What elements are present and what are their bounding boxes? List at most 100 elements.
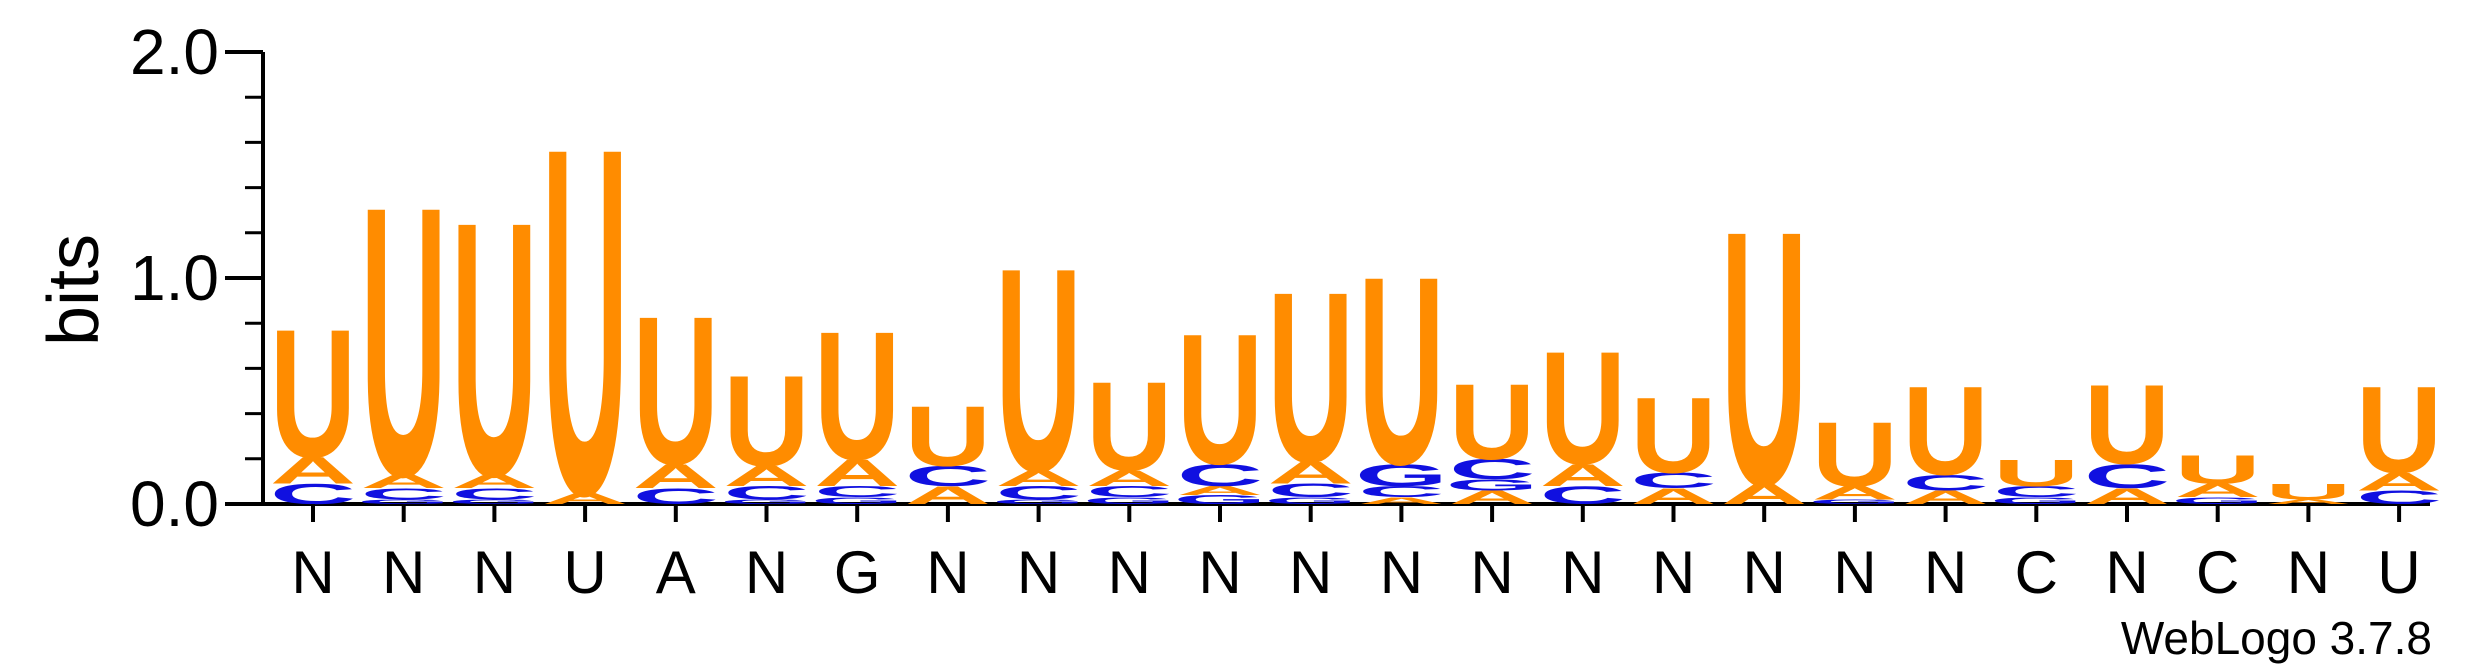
- letter-c-glyph: C: [1358, 483, 1444, 501]
- x-tick-label: N: [1289, 539, 1332, 606]
- letter-u: U: [451, 147, 537, 553]
- letter-stack: CAU: [1540, 319, 1626, 509]
- letter-c-glyph: C: [1449, 454, 1535, 486]
- letter-u: U: [1812, 403, 1898, 505]
- letter-g: G: [357, 498, 450, 505]
- letter-c-glyph: C: [2356, 487, 2442, 508]
- letter-u-glyph: U: [1993, 452, 2079, 494]
- letter-g-glyph: G: [1808, 498, 1901, 505]
- letter-a-glyph: A: [542, 490, 628, 508]
- letter-a-glyph: A: [814, 452, 900, 494]
- letter-u: U: [2265, 480, 2351, 505]
- y-ticks: 0.01.02.0: [130, 16, 263, 540]
- letter-g-glyph: G: [1264, 495, 1357, 506]
- x-tick-label: N: [1198, 539, 1241, 606]
- letter-g: G: [720, 498, 813, 505]
- letter-u-glyph: U: [995, 209, 1081, 533]
- letter-c-glyph: C: [1086, 483, 1172, 501]
- x-tick-label: N: [1380, 539, 1423, 606]
- letter-a: A: [1086, 466, 1172, 491]
- letter-g: G: [1355, 457, 1448, 492]
- letter-g: G: [811, 495, 904, 506]
- letter-u-glyph: U: [1449, 362, 1535, 482]
- letter-stack: CAU: [270, 291, 356, 510]
- letter-stack: CAU: [633, 274, 719, 509]
- letter-a: A: [814, 452, 900, 494]
- letter-c-glyph: C: [1177, 457, 1263, 492]
- letter-g-glyph: G: [992, 498, 1085, 505]
- letter-c-glyph: C: [995, 483, 1081, 504]
- x-ticks: [311, 504, 2402, 522]
- letter-u: U: [1721, 156, 1807, 562]
- letter-u: U: [2356, 361, 2442, 499]
- letter-u-glyph: U: [1812, 403, 1898, 505]
- letter-u: U: [1086, 357, 1172, 498]
- x-tick-label: N: [1924, 539, 1967, 606]
- letter-u-glyph: U: [1630, 376, 1716, 496]
- x-tick-label: N: [2105, 539, 2148, 606]
- x-tick-label: C: [2196, 539, 2239, 606]
- letter-g: G: [1083, 495, 1176, 506]
- letter-a-glyph: A: [1086, 466, 1172, 491]
- letter-a: A: [995, 466, 1081, 491]
- letter-c-glyph: C: [905, 460, 991, 492]
- letter-a: A: [2175, 480, 2261, 501]
- letter-c: C: [1449, 454, 1535, 486]
- letter-c: C: [2084, 457, 2170, 496]
- letter-a: A: [1812, 483, 1898, 504]
- letter-u: U: [2084, 360, 2170, 488]
- letter-u-glyph: U: [814, 293, 900, 498]
- letter-c-glyph: C: [361, 485, 447, 503]
- letter-a: A: [451, 471, 537, 492]
- letter-a-glyph: A: [1449, 487, 1535, 508]
- letter-a: A: [542, 490, 628, 508]
- letter-c: C: [1358, 483, 1444, 501]
- letter-c-glyph: C: [723, 483, 809, 504]
- letter-a-glyph: A: [1177, 484, 1263, 498]
- letter-u-glyph: U: [2356, 361, 2442, 499]
- letter-a: A: [723, 460, 809, 492]
- x-tick-label: N: [1017, 539, 1060, 606]
- letter-a-glyph: A: [1358, 495, 1444, 506]
- letter-a: A: [1358, 495, 1444, 506]
- letter-a-glyph: A: [2175, 480, 2261, 501]
- letter-u: U: [723, 349, 809, 493]
- letter-stack: AU: [2265, 480, 2351, 506]
- letter-g-glyph: G: [720, 498, 813, 505]
- letter-u: U: [1540, 319, 1626, 498]
- letter-stack: GCU: [1990, 452, 2083, 506]
- x-tick-label: N: [1652, 539, 1695, 606]
- letter-u: U: [361, 127, 447, 557]
- x-tick-label: N: [473, 539, 516, 606]
- letter-u-glyph: U: [723, 349, 809, 493]
- letter-a-glyph: A: [1902, 487, 1988, 508]
- letter-g-glyph: G: [1990, 495, 2083, 506]
- letter-u: U: [814, 293, 900, 498]
- y-tick-label: 2.0: [130, 16, 219, 88]
- letter-g-glyph: G: [1083, 495, 1176, 506]
- letter-a: A: [2356, 468, 2442, 496]
- letter-c: C: [995, 483, 1081, 504]
- letter-c: C: [1902, 471, 1988, 496]
- letter-g-glyph: G: [1174, 493, 1267, 507]
- x-tick-label: G: [834, 539, 881, 606]
- letter-u-glyph: U: [451, 147, 537, 553]
- letter-g-glyph: G: [811, 495, 904, 506]
- letter-c-glyph: C: [451, 485, 537, 503]
- letter-g: G: [2171, 495, 2264, 506]
- letter-u: U: [1449, 362, 1535, 482]
- letter-a-glyph: A: [723, 460, 809, 492]
- x-tick-label: U: [563, 539, 606, 606]
- x-tick-label: N: [1470, 539, 1513, 606]
- x-tick-label: N: [1108, 539, 1151, 606]
